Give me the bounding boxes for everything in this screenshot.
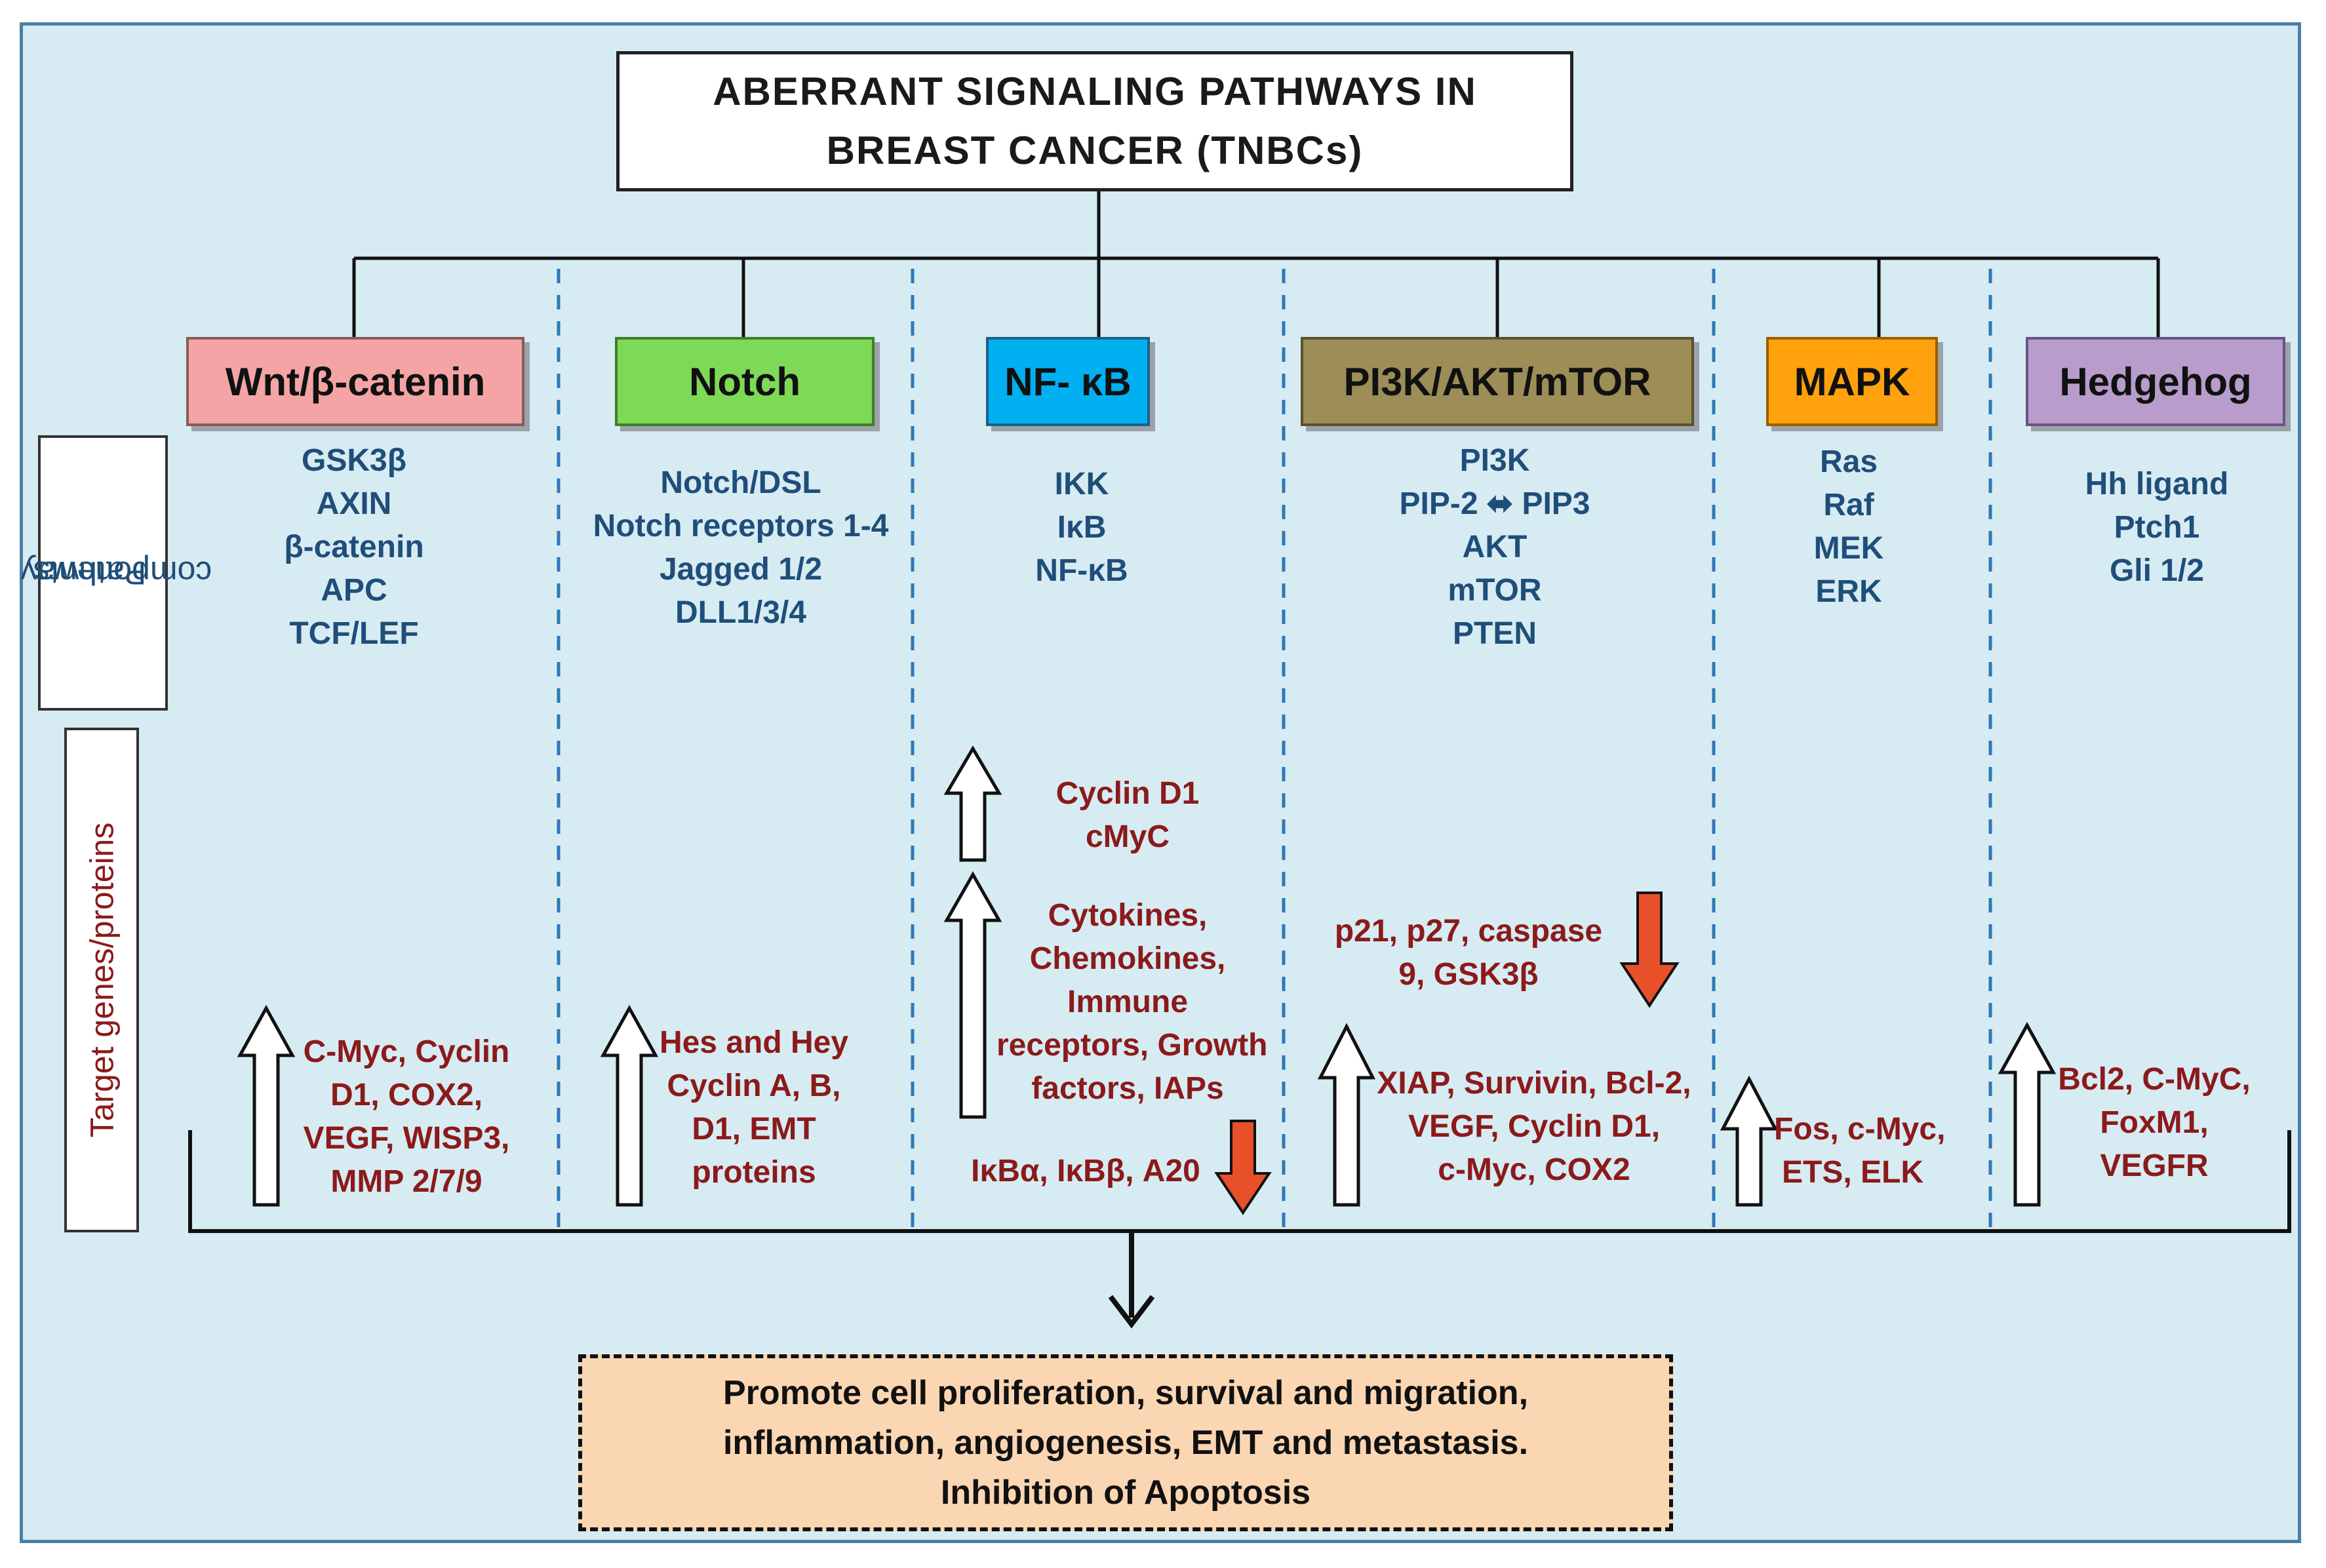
nfkb-down-arrow-icon — [1214, 1120, 1272, 1215]
pi3k-components: PI3K PIP-2 ⬌ PIP3 AKT mTOR PTEN — [1364, 439, 1626, 656]
gene-item: c-Myc, COX2 — [1438, 1152, 1630, 1187]
gene-item: MMP 2/7/9 — [330, 1164, 483, 1199]
component-item: PIP-2 ⬌ PIP3 — [1399, 486, 1590, 521]
component-item: MEK — [1813, 531, 1884, 566]
gene-item: D1, EMT — [692, 1112, 816, 1147]
gene-item: VEGF, Cyclin D1, — [1408, 1109, 1661, 1144]
gene-item: IκBα, IκBβ, A20 — [971, 1154, 1200, 1188]
outcome-arrowhead — [1108, 1295, 1155, 1329]
outcome-line-1: Promote cell proliferation, survival and… — [722, 1374, 1529, 1412]
gene-item: VEGF, WISP3, — [303, 1121, 510, 1156]
gene-item: Fos, c-Myc, — [1774, 1112, 1946, 1147]
gene-item: ETS, ELK — [1781, 1155, 1924, 1190]
title-line-1: ABERRANT SIGNALING PATHWAYS IN — [713, 69, 1477, 113]
mapk-components: Ras Raf MEK ERK — [1777, 441, 1921, 614]
gene-item: receptors, Growth — [996, 1028, 1268, 1063]
component-item: IκB — [1057, 510, 1107, 545]
gene-item: VEGFR — [2100, 1148, 2209, 1183]
outcome-box: Promote cell proliferation, survival and… — [578, 1354, 1673, 1531]
gene-item: 9, GSK3β — [1398, 957, 1539, 992]
gene-item: Cyclin A, B, — [667, 1068, 841, 1103]
component-item: TCF/LEF — [289, 616, 419, 651]
gene-item: cMyC — [1085, 819, 1170, 854]
notch-components: Notch/DSL Notch receptors 1-4 Jagged 1/2… — [583, 461, 898, 635]
down-arrows — [1214, 892, 1680, 1215]
mapk-upregulated-genes: Fos, c-Myc, ETS, ELK — [1774, 1108, 1946, 1194]
pathway-box-mapk: MAPK — [1766, 337, 1938, 426]
diagram-title: ABERRANT SIGNALING PATHWAYS IN BREAST CA… — [616, 51, 1573, 191]
notch-up-arrow-icon — [600, 1004, 659, 1207]
nfkb-components: IKK IκB NF-κB — [1003, 463, 1160, 593]
target-bracket — [188, 1130, 2291, 1233]
component-item: PTEN — [1452, 616, 1537, 651]
component-item: PI3K — [1459, 443, 1530, 478]
hedgehog-up-arrow-icon — [1998, 1021, 2057, 1207]
component-item: NF-κB — [1035, 553, 1128, 588]
component-item: AXIN — [316, 486, 392, 521]
nfkb-short-up-arrow-icon — [943, 745, 1002, 862]
gene-item: Cyclin D1 — [1055, 776, 1200, 811]
wnt-components: GSK3β AXIN β-catenin APC TCF/LEF — [282, 439, 426, 656]
gene-item: Chemokines, — [1029, 941, 1226, 976]
pi3k-downregulated-genes: p21, p27, caspase 9, GSK3β — [1324, 910, 1613, 996]
pathway-box-wnt: Wnt/β-catenin — [186, 337, 524, 426]
hedgehog-components: Hh ligand Ptch1 Gli 1/2 — [2065, 463, 2249, 593]
component-item: mTOR — [1448, 573, 1542, 608]
diagram-frame — [20, 22, 2301, 1543]
notch-upregulated-genes: Hes and Hey Cyclin A, B, D1, EMT protein… — [656, 1021, 852, 1194]
outcome-line-3: Inhibition of Apoptosis — [940, 1474, 1311, 1512]
component-item: IKK — [1054, 467, 1109, 501]
component-item: Hh ligand — [2085, 467, 2229, 501]
gene-item: factors, IAPs — [1031, 1071, 1224, 1106]
gene-item: C-Myc, Cyclin — [303, 1034, 510, 1069]
hedgehog-upregulated-genes: Bcl2, C-MyC, FoxM1, VEGFR — [2056, 1058, 2253, 1188]
component-item: Jagged 1/2 — [659, 552, 823, 587]
component-item: Ptch1 — [2114, 510, 2200, 545]
wnt-up-arrow-icon — [237, 1004, 296, 1207]
pathway-components-label: Pathway components — [20, 435, 212, 711]
pathway-box-nfkb: NF- κB — [986, 337, 1150, 426]
target-genes-label: Target genes/proteins — [64, 728, 139, 1232]
component-item: Raf — [1823, 488, 1874, 522]
component-item: AKT — [1462, 530, 1528, 564]
gene-item: p21, p27, caspase — [1334, 914, 1603, 949]
component-item: GSK3β — [301, 443, 406, 478]
gene-item: Hes and Hey — [659, 1025, 849, 1060]
component-item: APC — [321, 573, 387, 608]
gene-item: proteins — [692, 1155, 816, 1190]
component-item: ERK — [1815, 574, 1882, 609]
pathway-box-notch: Notch — [615, 337, 875, 426]
gene-item: D1, COX2, — [330, 1078, 483, 1112]
gene-item: Cytokines, — [1048, 898, 1208, 933]
pathway-box-hedgehog: Hedgehog — [2026, 337, 2285, 426]
nfkb-short-upregulated-genes: Cyclin D1 cMyC — [1036, 772, 1219, 859]
gene-item: XIAP, Survivin, Bcl-2, — [1377, 1066, 1691, 1101]
component-item: Gli 1/2 — [2109, 553, 2205, 588]
component-item: Ras — [1819, 444, 1878, 479]
gene-item: Bcl2, C-MyC, — [2058, 1062, 2251, 1097]
wnt-upregulated-genes: C-Myc, Cyclin D1, COX2, VEGF, WISP3, MMP… — [295, 1030, 518, 1204]
side-label-line-2: components — [33, 555, 212, 591]
pi3k-upregulated-genes: XIAP, Survivin, Bcl-2, VEGF, Cyclin D1, … — [1377, 1062, 1691, 1192]
component-item: Notch receptors 1-4 — [593, 509, 889, 543]
pathway-box-pi3k: PI3K/AKT/mTOR — [1301, 337, 1694, 426]
title-line-2: BREAST CANCER (TNBCs) — [826, 128, 1364, 172]
outcome-line-2: inflammation, angiogenesis, EMT and meta… — [722, 1424, 1529, 1462]
gene-item: FoxM1, — [2100, 1105, 2209, 1140]
component-item: β-catenin — [284, 530, 424, 564]
nfkb-up-arrow-icon — [943, 871, 1002, 1119]
component-item: DLL1/3/4 — [675, 595, 807, 630]
nfkb-upregulated-genes: Cytokines, Chemokines, Immune receptors,… — [996, 894, 1268, 1110]
gene-item: Immune — [1067, 985, 1189, 1019]
target-genes-text: Target genes/proteins — [83, 822, 121, 1138]
mapk-up-arrow-icon — [1720, 1075, 1779, 1207]
pi3k-up-arrow-icon — [1317, 1023, 1376, 1207]
pi3k-down-arrow-icon — [1619, 892, 1680, 1008]
nfkb-downregulated-genes: IκBα, IκBβ, A20 — [955, 1150, 1217, 1193]
component-item: Notch/DSL — [660, 465, 821, 500]
